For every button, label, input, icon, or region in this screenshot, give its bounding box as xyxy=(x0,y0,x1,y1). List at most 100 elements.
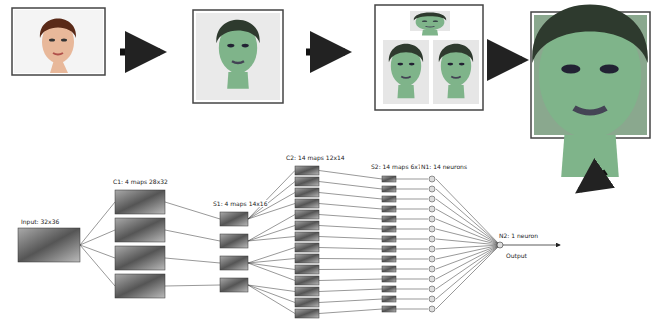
connection-line xyxy=(319,226,382,230)
feature-map xyxy=(295,210,319,219)
connection-line xyxy=(396,289,428,290)
connection-line xyxy=(248,285,295,314)
feature-map xyxy=(295,298,319,307)
connection-line xyxy=(248,248,295,264)
connection-line xyxy=(396,179,428,180)
connection-line xyxy=(165,258,220,263)
feature-map xyxy=(295,188,319,197)
feature-map xyxy=(295,287,319,296)
feature-map xyxy=(295,232,319,241)
feature-map xyxy=(382,186,396,192)
feature-map xyxy=(295,177,319,186)
connection-line xyxy=(436,229,500,245)
feature-map xyxy=(382,196,396,202)
connection-line xyxy=(396,299,428,300)
feature-map xyxy=(220,234,248,248)
connection-line xyxy=(319,182,382,190)
connection-line xyxy=(165,230,220,241)
neuron xyxy=(429,306,435,312)
neuron xyxy=(497,242,503,248)
connection-line xyxy=(396,219,428,220)
connection-line xyxy=(248,285,295,303)
connection-line xyxy=(319,215,382,220)
connection-line xyxy=(436,245,500,309)
neuron xyxy=(429,236,435,242)
layer-label: Input: 32x36 xyxy=(20,218,60,225)
connection-line xyxy=(319,289,382,292)
connection-line xyxy=(396,249,428,250)
connection-line xyxy=(319,171,382,180)
neuron xyxy=(429,276,435,282)
connection-line xyxy=(436,245,500,279)
connection-line xyxy=(396,199,428,200)
feature-map xyxy=(295,309,319,318)
connection-line xyxy=(396,259,428,260)
connection-line xyxy=(436,199,500,245)
feature-map xyxy=(382,176,396,182)
connection-line xyxy=(165,285,220,286)
connection-line xyxy=(396,309,428,310)
layer-label: C1: 4 maps 28x32 xyxy=(112,178,169,185)
neuron xyxy=(429,296,435,302)
connection-line xyxy=(248,285,295,292)
feature-map xyxy=(382,286,396,292)
neuron xyxy=(429,266,435,272)
connection-line xyxy=(319,309,382,314)
layer-label: N1: 14 neurons xyxy=(420,163,468,170)
neuron xyxy=(429,226,435,232)
connection-line xyxy=(319,279,382,281)
feature-map xyxy=(220,212,248,226)
feature-map xyxy=(220,278,248,292)
feature-map xyxy=(295,221,319,230)
feature-map xyxy=(220,256,248,270)
neuron xyxy=(429,206,435,212)
connection-line xyxy=(248,259,295,264)
feature-map xyxy=(115,274,165,298)
connection-line xyxy=(319,269,382,271)
connection-line xyxy=(248,263,295,281)
connection-line xyxy=(319,258,382,260)
connection-line xyxy=(248,171,295,220)
connection-line xyxy=(396,269,428,270)
layer-label: S2: 14 maps 6x7 xyxy=(370,163,423,170)
feature-map xyxy=(382,216,396,222)
connection-line xyxy=(80,202,115,245)
feature-map xyxy=(382,206,396,212)
layer-label: S1: 4 maps 14x16 xyxy=(212,200,268,207)
neuron xyxy=(429,286,435,292)
neuron xyxy=(429,196,435,202)
layer-label: N2: 1 neuron xyxy=(498,232,539,239)
feature-map xyxy=(382,306,396,312)
feature-map xyxy=(382,246,396,252)
feature-map xyxy=(382,256,396,262)
feature-map xyxy=(115,218,165,242)
connection-line xyxy=(396,189,428,190)
feature-map xyxy=(382,296,396,302)
connection-line xyxy=(396,239,428,240)
connection-line xyxy=(396,209,428,210)
connection-line xyxy=(436,245,500,299)
feature-map xyxy=(295,166,319,175)
neuron xyxy=(429,246,435,252)
connection-line xyxy=(248,237,295,242)
feature-map xyxy=(382,226,396,232)
connection-line xyxy=(80,245,115,286)
connection-line xyxy=(319,299,382,303)
connection-line xyxy=(436,245,500,269)
connection-line xyxy=(396,229,428,230)
feature-map xyxy=(382,276,396,282)
feature-map xyxy=(18,228,80,262)
layer-label: Output xyxy=(505,252,528,259)
connection-line xyxy=(436,219,500,245)
feature-map xyxy=(295,243,319,252)
connection-line xyxy=(436,245,500,289)
connection-line xyxy=(248,226,295,242)
connection-line xyxy=(319,237,382,240)
feature-map xyxy=(115,246,165,270)
connection-line xyxy=(319,248,382,250)
neuron xyxy=(429,186,435,192)
feature-map xyxy=(295,254,319,263)
layer-label: C2: 14 maps 12x14 xyxy=(285,154,346,161)
